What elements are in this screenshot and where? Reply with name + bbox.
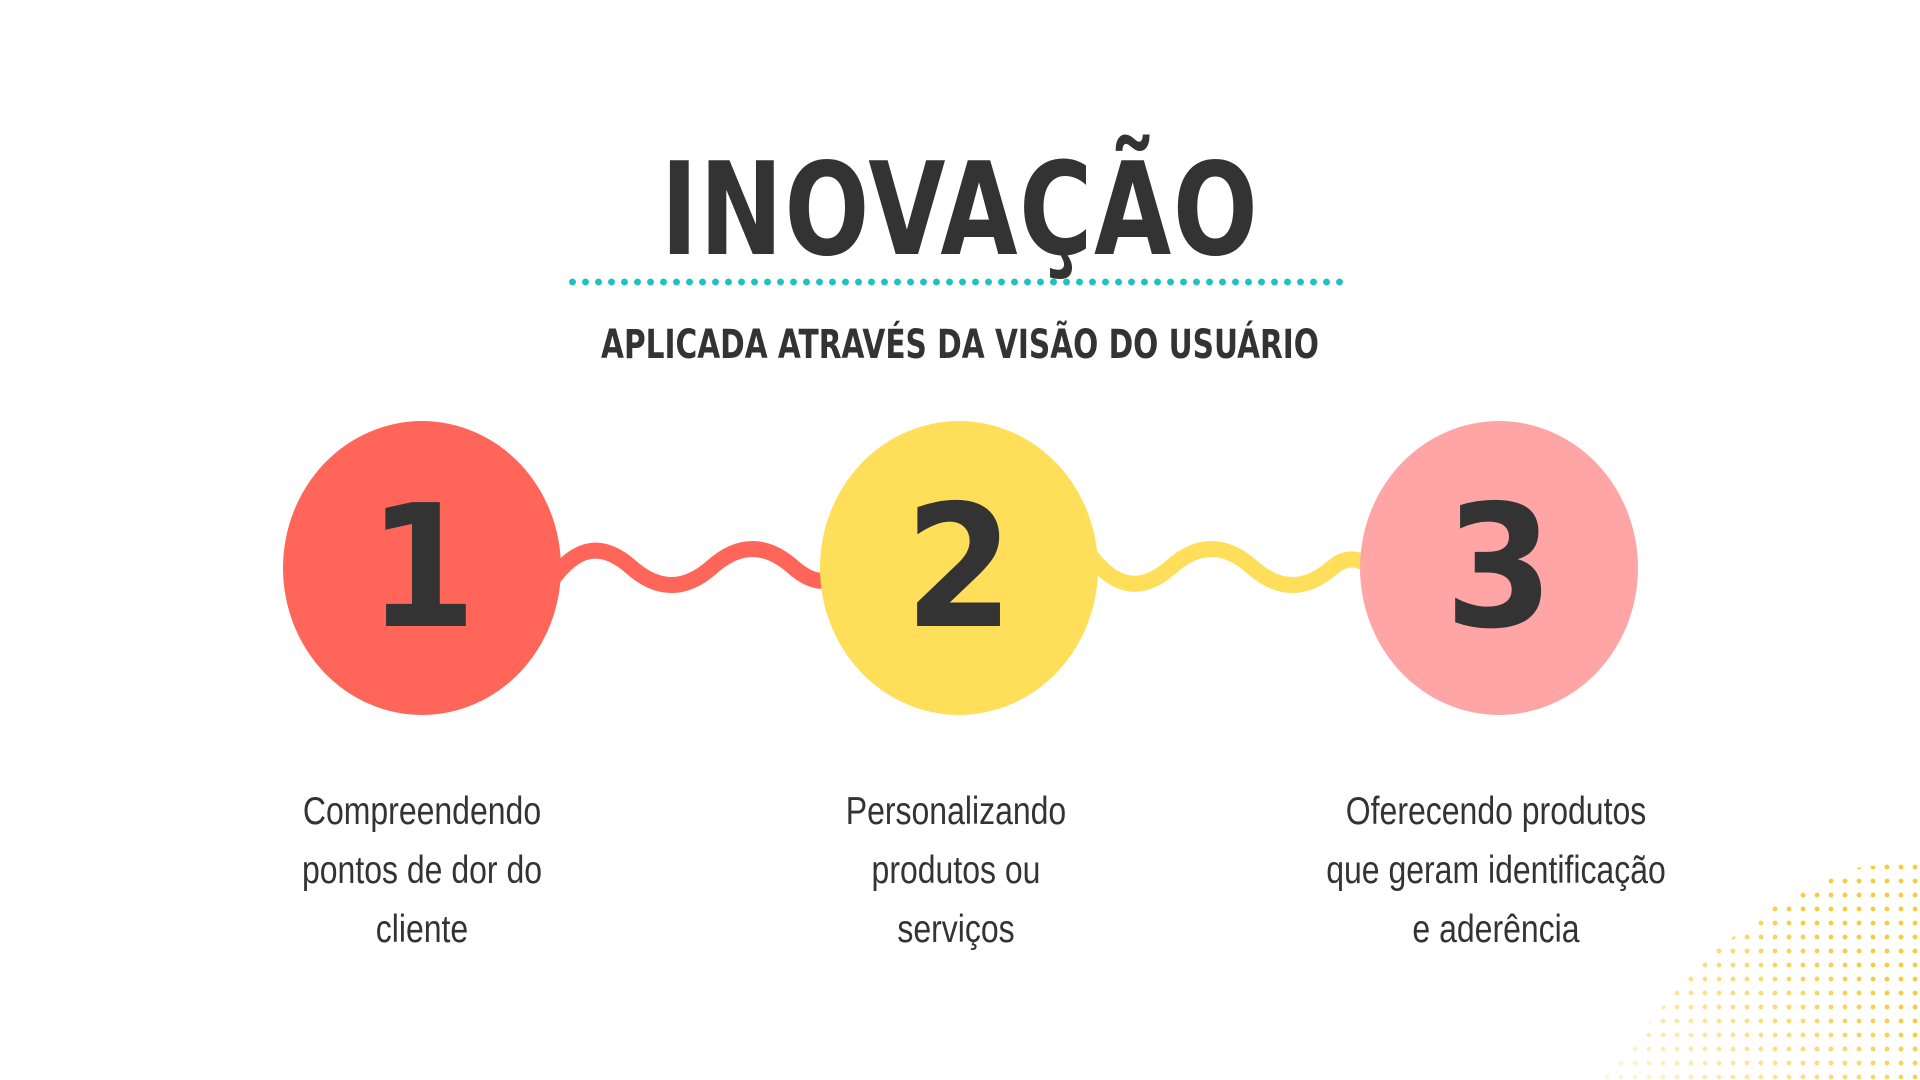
step-2-line-3: serviços [897, 908, 1015, 951]
step-1-line-1: Compreendendo [302, 790, 542, 833]
step-2-line-1: Personalizando [845, 790, 1067, 833]
step-3-line-1: Oferecendo produtos [1345, 790, 1647, 833]
step-2-line-2: produtos ou [871, 849, 1041, 892]
step-1-number: 1 [367, 469, 477, 667]
step-2-number: 2 [904, 469, 1014, 667]
step-2-circle: 2 [820, 421, 1098, 715]
step-3-line-2: que geram identificação [1326, 849, 1666, 892]
step-1-line-2: pontos de dor do [301, 849, 543, 892]
step-1-line-3: cliente [375, 908, 469, 951]
step-2-description: Personalizando produtos ou serviços [784, 782, 1128, 959]
step-3-description: Oferecendo produtos que geram identifica… [1324, 782, 1668, 959]
page-subtitle: APLICADA ATRAVÉS DA VISÃO DO USUÁRIO [601, 322, 1319, 368]
wavy-connector-2-3 [1082, 541, 1388, 593]
step-1-circle: 1 [283, 421, 561, 715]
step-1-description: Compreendendo pontos de dor do cliente [250, 782, 594, 959]
step-3-number: 3 [1444, 469, 1554, 667]
step-3-circle: 3 [1360, 421, 1638, 715]
title-dotted-underline [566, 278, 1344, 286]
wavy-connector-1-2 [542, 541, 848, 593]
step-3-line-3: e aderência [1412, 908, 1580, 951]
page-title: INOVAÇÃO [660, 136, 1260, 285]
